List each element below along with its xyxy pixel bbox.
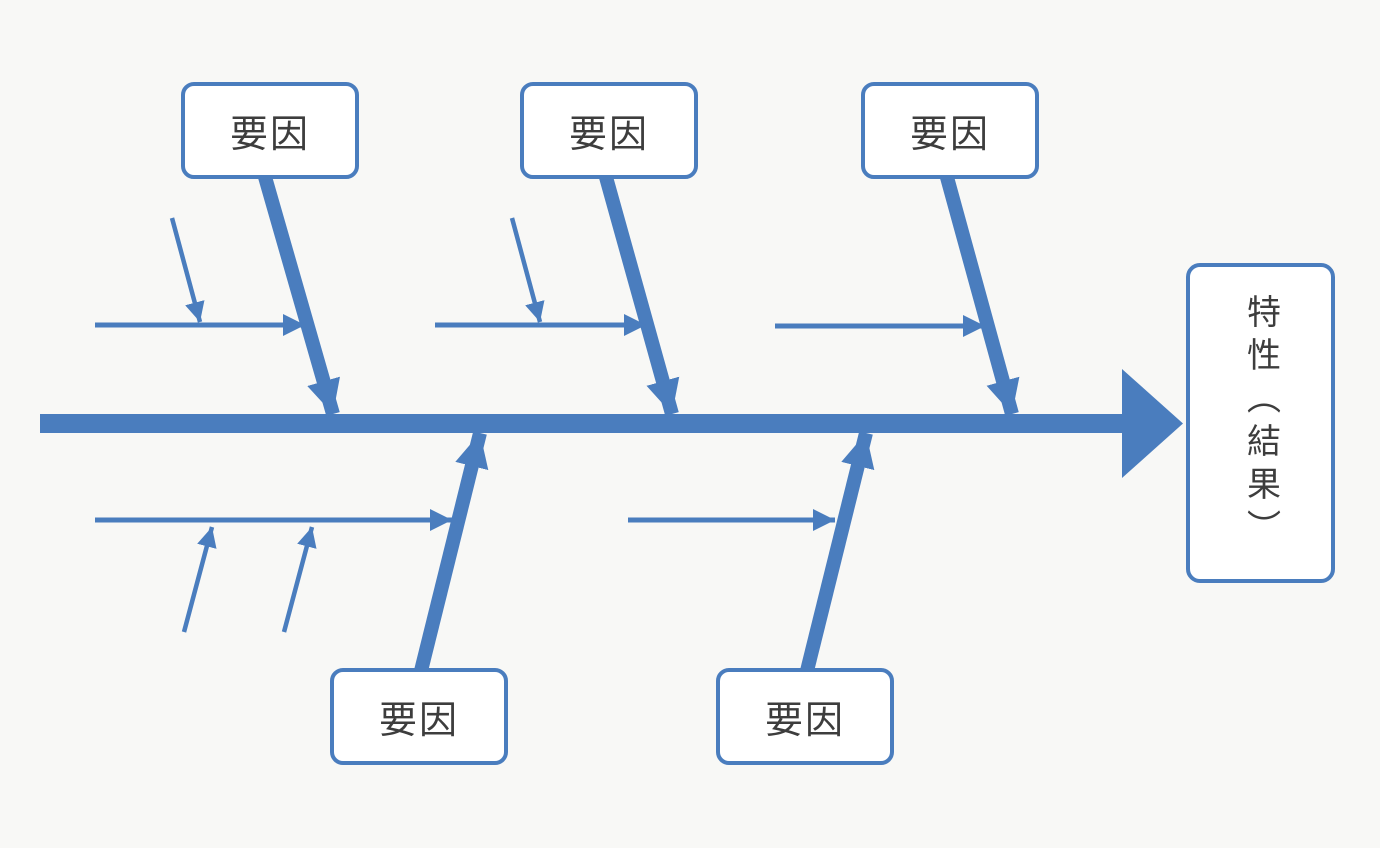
bottom-branch-arrow-2 — [794, 431, 875, 697]
cause-box-top-3: 要因 — [861, 82, 1039, 179]
cause-box-top-1: 要因 — [181, 82, 359, 179]
bottom-twig-arrow-2 — [281, 526, 317, 633]
top-branch-arrow-3 — [938, 168, 1020, 416]
effect-box: 特性（結果） — [1186, 263, 1335, 583]
bottom-branch-arrow-1 — [408, 431, 489, 697]
cause-box-bottom-2: 要因 — [716, 668, 894, 765]
effect-label: 特性（結果） — [1241, 294, 1280, 552]
cause-label: 要因 — [229, 114, 310, 156]
bottom-twig-arrow-1 — [181, 526, 217, 633]
top-twig-arrow-1 — [169, 217, 205, 323]
top-twig-arrow-2 — [509, 217, 545, 323]
cause-box-bottom-1: 要因 — [330, 668, 508, 765]
cause-label: 要因 — [764, 700, 845, 742]
cause-label: 要因 — [378, 700, 459, 742]
spine-arrow — [40, 414, 1125, 433]
spine-arrowhead — [1122, 369, 1183, 478]
top-branch-arrow-2 — [597, 168, 680, 416]
cause-label: 要因 — [568, 114, 649, 156]
cause-label: 要因 — [909, 114, 990, 156]
cause-box-top-2: 要因 — [520, 82, 698, 179]
top-branch-arrow-1 — [256, 168, 340, 416]
